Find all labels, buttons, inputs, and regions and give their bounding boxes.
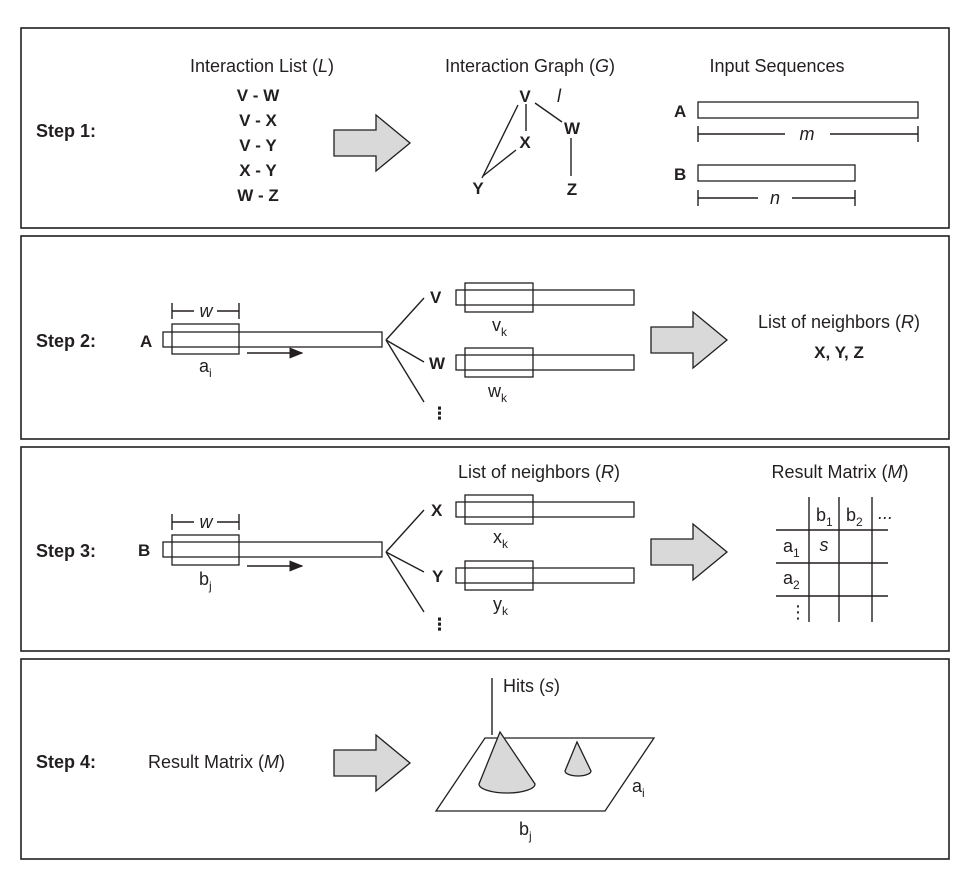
input-sequences: A m B n	[674, 101, 919, 208]
matrix-row-more: ⋮	[789, 602, 807, 622]
matrix-col-header: b1	[816, 505, 833, 529]
step3-panel: Step 3: B w bj List of neighbors (R) X x…	[20, 446, 950, 652]
step3-window-size: w	[200, 512, 214, 532]
step2-label: Step 2:	[36, 331, 96, 351]
step3-sequence-bar	[162, 541, 383, 558]
step2-target-window-label: wk	[487, 381, 508, 405]
step3-target-window-label: xk	[493, 527, 509, 551]
interaction-pair: X - Y	[239, 161, 277, 180]
hits-surface: Hits (s) ai bj	[434, 676, 656, 843]
step3-arrow	[650, 522, 729, 582]
matrix-row-header: a1	[783, 536, 800, 560]
interaction-pairs: V - W V - X V - Y X - Y W - Z	[237, 86, 280, 205]
step2-target-window-label: vk	[492, 315, 508, 339]
graph-node-z: Z	[567, 180, 577, 199]
interaction-pair: V - Y	[239, 136, 277, 155]
step3-neighbors-title: List of neighbors (R)	[458, 462, 620, 482]
matrix-cell-score: s	[820, 535, 829, 555]
step2-target-window	[464, 282, 534, 313]
branch-line	[385, 297, 425, 341]
step3-target-window	[464, 494, 534, 525]
interaction-list-title: Interaction List (L)	[190, 56, 334, 76]
step2-window	[171, 323, 240, 355]
branch-line	[385, 551, 425, 573]
graph-edge	[481, 104, 519, 179]
step4-input-title: Result Matrix (M)	[148, 752, 285, 772]
step3-target-y: Y	[432, 567, 444, 586]
step2-window-size: w	[200, 301, 214, 321]
step2-target-w: W	[429, 354, 446, 373]
step2-sequence-bar	[162, 331, 383, 348]
graph-edge-label: l	[557, 86, 562, 106]
step2-target-window	[464, 347, 534, 378]
graph-node-x: X	[519, 133, 531, 152]
neighbors-list-values: X, Y, Z	[814, 343, 864, 362]
step3-target-bar	[455, 567, 635, 584]
step3-target-bar	[455, 501, 635, 518]
step3-more-indicator: ⋮	[431, 615, 448, 634]
step3-window	[171, 534, 240, 566]
branch-line	[385, 509, 425, 553]
graph-node-w: W	[564, 119, 581, 138]
graph-edge	[534, 102, 563, 123]
interaction-pair: V - W	[237, 86, 280, 105]
sequence-b-bar	[697, 164, 856, 182]
interaction-graph: V W X Y Z l	[472, 86, 581, 199]
axis-a-label: ai	[632, 776, 645, 800]
step4-arrow	[333, 733, 412, 793]
step1-panel: Step 1: Interaction List (L) V - W V - X…	[20, 27, 950, 229]
sequence-a-length: m	[800, 124, 815, 144]
step2-target-v: V	[430, 288, 442, 307]
matrix-col-more: ...	[878, 503, 893, 523]
neighbors-list-title: List of neighbors (R)	[758, 312, 920, 332]
hits-label: Hits (s)	[503, 676, 560, 696]
graph-node-v: V	[519, 87, 531, 106]
sequence-a-label: A	[674, 102, 686, 121]
branch-line	[385, 551, 425, 613]
branch-line	[385, 339, 425, 403]
step4-label: Step 4:	[36, 752, 96, 772]
graph-edge	[482, 149, 517, 177]
interaction-graph-title: Interaction Graph (G)	[445, 56, 615, 76]
sequence-b-length: n	[770, 188, 780, 208]
input-sequences-title: Input Sequences	[709, 56, 844, 76]
step1-label: Step 1:	[36, 121, 96, 141]
graph-node-y: Y	[472, 179, 484, 198]
step4-panel: Step 4: Result Matrix (M) Hits (s) ai bj	[20, 658, 950, 860]
step2-frame	[20, 235, 950, 440]
matrix-col-header: b2	[846, 505, 863, 529]
step2-arrow	[650, 310, 729, 370]
axis-b-label: bj	[519, 819, 532, 843]
step2-sequence-label: A	[140, 332, 152, 351]
step2-target-bar	[455, 289, 635, 306]
step3-window-position: bj	[199, 569, 212, 593]
matrix-row-header: a2	[783, 568, 800, 592]
result-matrix-title: Result Matrix (M)	[771, 462, 908, 482]
hit-peak-small	[564, 740, 592, 777]
interaction-pair: W - Z	[237, 186, 279, 205]
step2-target-bar	[455, 354, 635, 371]
step3-sequence-label: B	[138, 541, 150, 560]
step1-arrow-1	[333, 113, 412, 173]
sequence-a-bar	[697, 101, 919, 119]
branch-line	[385, 339, 425, 363]
hit-peak-large	[478, 730, 536, 794]
sequence-b-label: B	[674, 165, 686, 184]
step3-label: Step 3:	[36, 541, 96, 561]
interaction-pair: V - X	[239, 111, 277, 130]
step2-window-position: ai	[199, 356, 212, 380]
step2-panel: Step 2: A w ai V vk W wk ⋮ List of neigh…	[20, 235, 950, 440]
step3-target-window-label: yk	[493, 594, 509, 618]
step1-frame	[20, 27, 950, 229]
step2-more-indicator: ⋮	[431, 404, 448, 423]
step3-target-window	[464, 560, 534, 591]
step3-target-x: X	[431, 501, 443, 520]
result-matrix: b1 b2 ... a1 a2 ⋮ s	[776, 497, 893, 622]
